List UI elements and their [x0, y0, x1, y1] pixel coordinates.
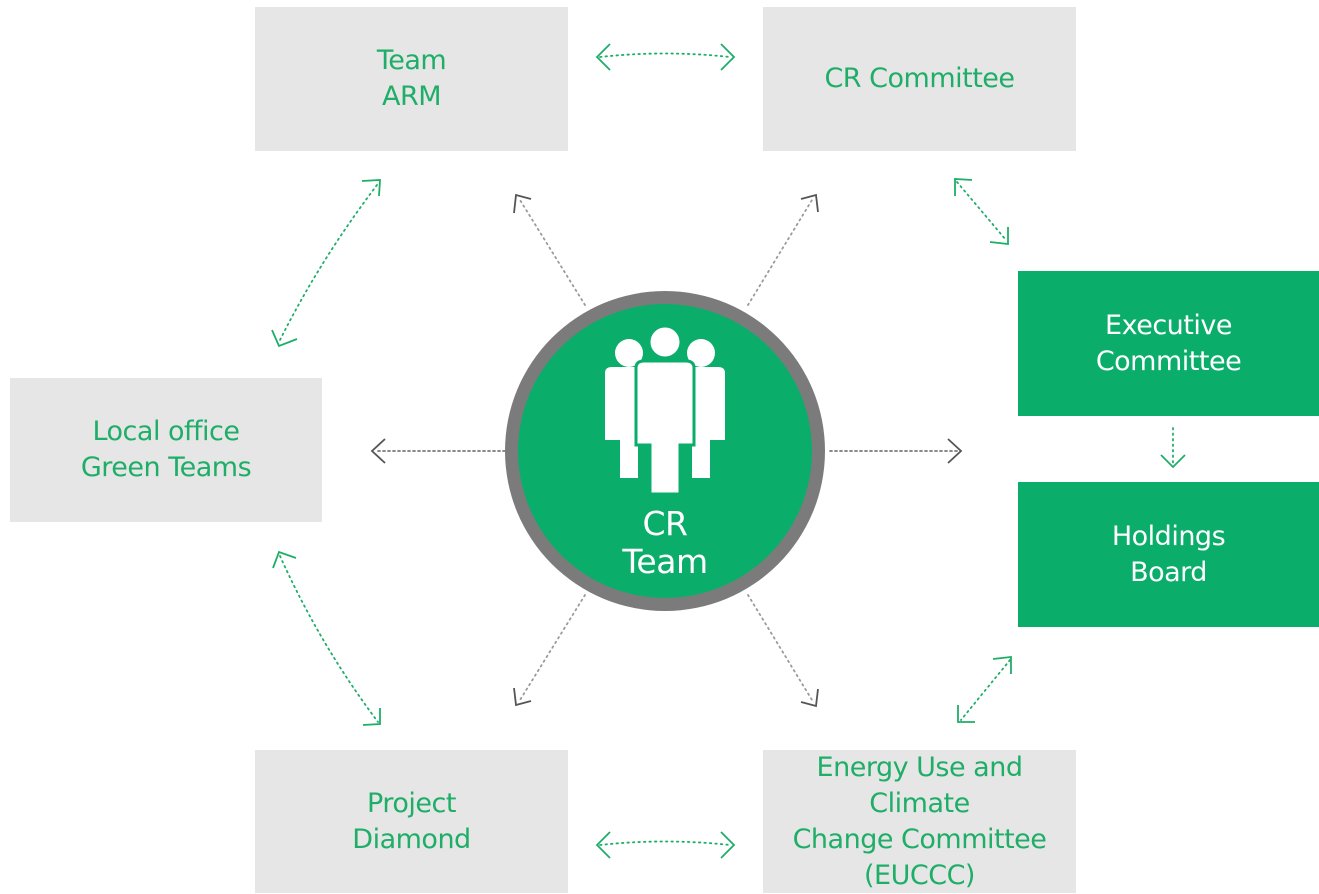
- local-office-label-line2: Green Teams: [80, 452, 252, 483]
- euccc-label-line1: Energy Use and Climate: [816, 751, 1023, 819]
- team-arm-label-line2: ARM: [381, 81, 442, 112]
- arrow-executive-holdings: [1160, 427, 1186, 469]
- arrow-localoffice-diamond: [272, 550, 381, 726]
- arrow-diamond-euccc: [595, 831, 736, 859]
- euccc-label-line3: (EUCCC): [864, 859, 975, 891]
- arrow-center-executive: [829, 438, 963, 464]
- local-office-green-teams-box: Local office Green Teams: [10, 378, 322, 522]
- project-diamond-label-line1: Project: [367, 787, 456, 819]
- center-label-line2: Team: [622, 542, 708, 581]
- project-diamond-box: Project Diamond: [255, 750, 568, 893]
- arrow-crcommittee-executive: [954, 178, 1009, 246]
- arrow-center-arm: [513, 193, 586, 306]
- euccc-box: Energy Use and Climate Change Committee …: [763, 750, 1076, 893]
- holdings-board-label-line1: Holdings: [1111, 520, 1226, 552]
- arrow-center-euccc: [747, 594, 819, 708]
- arrow-center-diamond: [513, 594, 586, 707]
- center-label-line1: CR: [642, 504, 688, 543]
- cr-committee-label: CR Committee: [824, 63, 1015, 94]
- holdings-board-label-line2: Board: [1130, 556, 1207, 588]
- cr-committee-box: CR Committee: [763, 7, 1076, 151]
- arrow-holdings-euccc: [957, 655, 1012, 723]
- team-arm-box: Team ARM: [255, 7, 568, 151]
- center-label: CR Team: [560, 505, 770, 581]
- holdings-board-box: Holdings Board: [1018, 482, 1319, 627]
- local-office-label-line1: Local office: [92, 416, 240, 447]
- project-diamond-label-line2: Diamond: [352, 823, 471, 855]
- executive-committee-label-line1: Executive: [1105, 309, 1232, 341]
- arrow-arm-crcommittee: [595, 43, 736, 71]
- executive-committee-box: Executive Committee: [1018, 271, 1319, 416]
- arrow-arm-localoffice: [271, 179, 381, 348]
- arrow-center-crcommittee: [747, 193, 819, 306]
- team-arm-label-line1: Team: [376, 45, 447, 76]
- euccc-label-line2: Change Committee: [792, 823, 1047, 855]
- arrow-center-localoffice: [370, 438, 506, 464]
- executive-committee-label-line2: Committee: [1095, 345, 1242, 377]
- people-group-icon: [605, 324, 725, 496]
